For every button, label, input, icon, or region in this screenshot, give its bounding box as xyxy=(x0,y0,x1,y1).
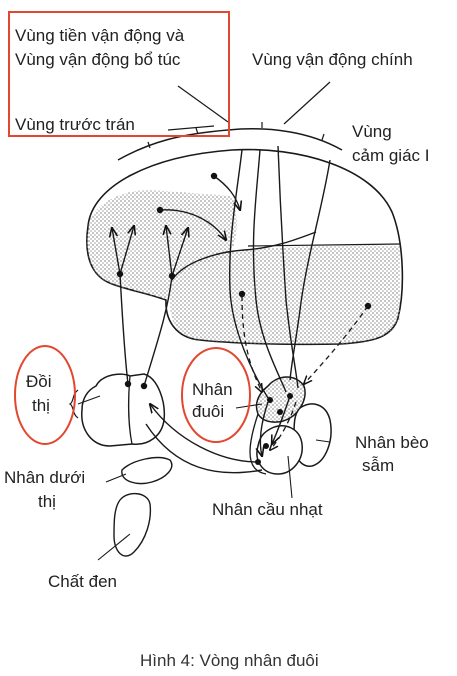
leader-primary-motor xyxy=(283,81,331,125)
highlight-ellipse-caudate xyxy=(181,347,251,443)
caudate-inner xyxy=(272,395,291,444)
pallidus-thalamus-1 xyxy=(150,404,259,463)
fiber-sensory xyxy=(289,159,331,381)
leader-subthalamic xyxy=(105,473,127,483)
subthalamic-shape xyxy=(121,456,173,485)
globus-pallidus-shape xyxy=(256,424,303,475)
label-putamen-line1: Nhân bèo xyxy=(355,433,429,452)
dashed-3 xyxy=(270,401,297,450)
label-primary-motor: Vùng vận động chính xyxy=(252,50,413,69)
gyrus-line xyxy=(171,231,317,281)
fiber-motor-2 xyxy=(252,149,287,393)
highlight-ellipse-thalamus xyxy=(14,345,76,445)
label-premotor-line2: Vùng vận động bổ túc xyxy=(15,50,181,69)
white-matter-border xyxy=(247,243,401,247)
node-top-frontal xyxy=(210,172,218,180)
fiber-motor-3 xyxy=(277,145,299,389)
node-motor-top xyxy=(238,290,246,298)
arrow-loop-2 xyxy=(119,226,134,275)
highlight-box-premotor xyxy=(8,11,230,137)
substantia-nigra-shape xyxy=(113,493,152,557)
leader-putamen xyxy=(315,439,331,443)
node-mid-frontal xyxy=(156,206,164,214)
leader-prefrontal xyxy=(167,125,215,131)
label-putamen-line2: sẫm xyxy=(362,456,395,475)
node-caudate-3 xyxy=(277,409,283,415)
arrow-top-frontal xyxy=(213,175,240,210)
node-caudate-1 xyxy=(267,397,273,403)
node-pallidus-2 xyxy=(255,459,261,465)
neuron-nodes xyxy=(116,172,372,465)
label-globus-pallidus: Nhân cầu nhạt xyxy=(212,500,323,519)
label-thalamus-line1: Đồi xyxy=(26,372,52,391)
pallido-thalamic-fibers xyxy=(145,395,291,474)
dashed-corticostriatal xyxy=(241,295,369,450)
node-pallidus-1 xyxy=(263,443,269,449)
label-somatosensory-line1: Vùng xyxy=(352,122,392,141)
arrow-loop-4 xyxy=(171,228,188,277)
label-subthalamic-line1: Nhân dưới xyxy=(4,468,86,487)
node-thalamus-2 xyxy=(140,382,148,390)
node-sensory-right xyxy=(364,302,372,310)
leader-thalamus xyxy=(77,395,101,405)
leader-premotor xyxy=(177,85,229,123)
label-prefrontal: Vùng trước trán xyxy=(15,115,135,134)
dashed-1 xyxy=(241,295,262,392)
figure-caption: Hình 4: Vòng nhân đuôi xyxy=(140,651,319,670)
brace-tick-4 xyxy=(321,133,325,141)
brace-tick-2 xyxy=(195,127,199,135)
label-subthalamic-line2: thị xyxy=(38,492,56,511)
pallidus-thalamus-2 xyxy=(145,423,263,474)
node-thalamus-1 xyxy=(124,380,132,388)
leader-substantia-nigra xyxy=(97,533,131,561)
label-caudate-line2: đuôi xyxy=(192,402,225,421)
label-thalamus-line2: thị xyxy=(32,396,50,415)
putamen-shape xyxy=(292,403,332,467)
caudate-to-pallidus xyxy=(260,401,269,456)
thalamus-shape xyxy=(81,373,166,447)
leader-globus-pallidus xyxy=(287,455,293,499)
cortical-fibers xyxy=(229,145,331,399)
brace-tick-1 xyxy=(147,141,151,149)
label-substantia-nigra: Chất đen xyxy=(48,572,117,591)
node-frontal-left xyxy=(116,270,124,278)
label-caudate-line1: Nhân xyxy=(192,380,233,399)
node-caudate-2 xyxy=(287,393,293,399)
label-premotor-line1: Vùng tiền vận động và xyxy=(15,26,185,45)
arrow-mid-frontal xyxy=(159,209,226,240)
label-somatosensory-line2: cảm giác I xyxy=(352,146,430,165)
node-frontal-right xyxy=(168,272,176,280)
frontal-arrows xyxy=(112,175,240,277)
dashed-2 xyxy=(304,305,369,384)
thal-cortex-1 xyxy=(119,273,129,385)
arrow-loop-3 xyxy=(166,226,173,277)
thal-cortex-2 xyxy=(143,275,173,387)
thalamo-cortical-fibers xyxy=(119,273,173,387)
arrow-loop-1 xyxy=(112,228,121,275)
